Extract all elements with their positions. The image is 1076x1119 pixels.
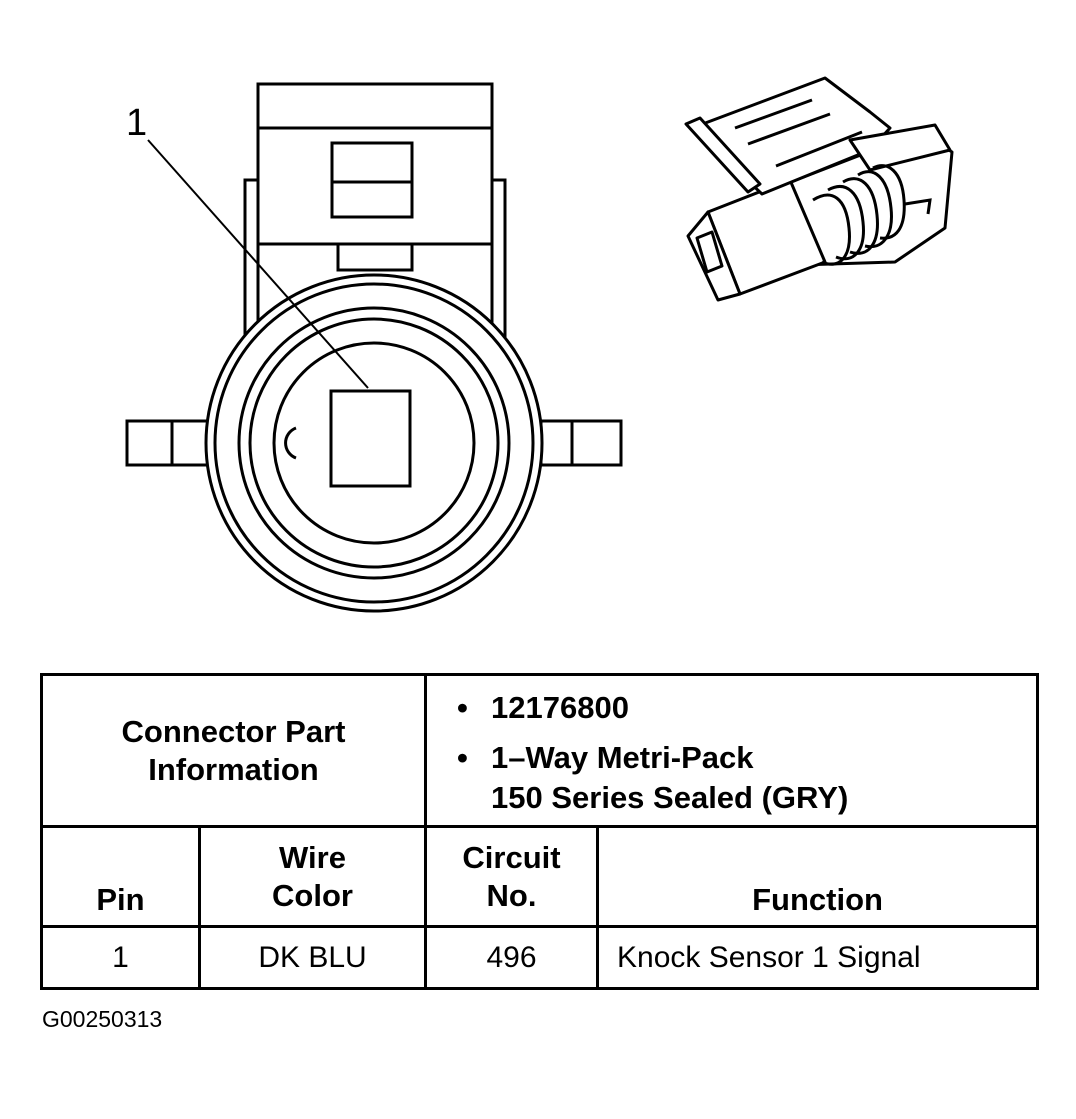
header-function: Function <box>596 825 1040 928</box>
left-tab <box>125 419 211 467</box>
figure-id: G00250313 <box>42 1006 163 1032</box>
connector-series-line: 150 Series Sealed (GRY) <box>491 780 849 815</box>
part-number: 12176800 <box>457 688 1036 728</box>
header-circuit-no: Circuit No. <box>424 825 600 928</box>
callout-leader <box>147 139 369 389</box>
connector-label-line: Information <box>148 751 319 787</box>
connector-type-line: 1–Way Metri-Pack <box>491 740 754 775</box>
connector-isometric-view <box>684 76 954 302</box>
right-tab <box>539 419 623 467</box>
connector-face-drawing <box>125 76 954 613</box>
connector-label-line: Connector Part <box>121 713 346 749</box>
callout-number: 1 <box>126 102 148 144</box>
connector-part-row: Connector Part Information 12176800 1–Wa… <box>39 673 1040 828</box>
header-pin: Pin <box>40 825 201 928</box>
connector-part-list: 12176800 1–Way Metri-Pack 150 Series Sea… <box>424 673 1040 828</box>
cell-pin: 1 <box>40 925 201 990</box>
latch-window <box>330 141 414 219</box>
connector-type: 1–Way Metri-Pack 150 Series Sealed (GRY) <box>457 738 1036 818</box>
header-wire-color: Wire Color <box>197 825 428 928</box>
cell-function: Knock Sensor 1 Signal <box>596 925 1040 990</box>
table-row: 1 DK BLU 496 Knock Sensor 1 Signal <box>40 925 1040 990</box>
connector-part-label: Connector Part Information <box>39 673 428 828</box>
connector-top-housing <box>256 82 494 246</box>
connector-info-table: Connector Part Information 12176800 1–Wa… <box>39 673 1040 990</box>
table-header-row: Pin Wire Color Circuit No. Function <box>40 825 1040 928</box>
cell-wire-color: DK BLU <box>197 925 428 990</box>
cell-circuit-no: 496 <box>424 925 600 990</box>
terminal-cavity-pin-1 <box>329 389 412 488</box>
